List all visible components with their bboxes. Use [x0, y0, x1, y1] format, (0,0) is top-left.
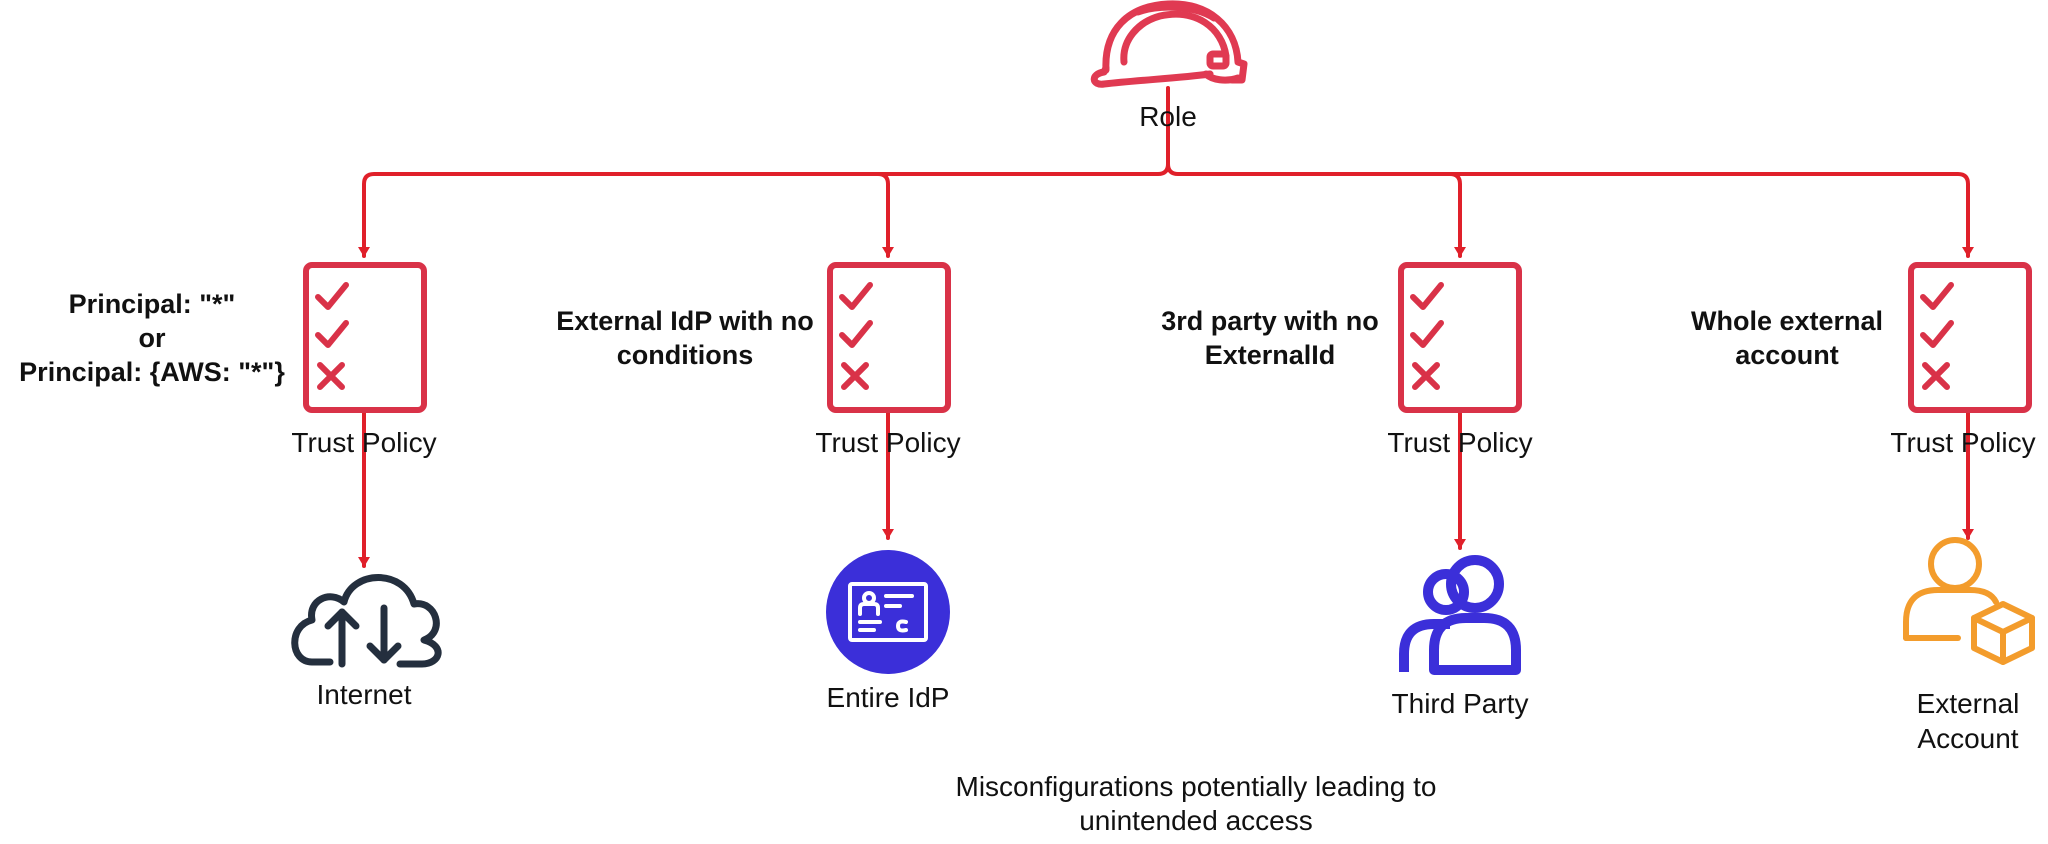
cloud-upload-download-icon: [291, 574, 442, 668]
target-label-external-account: External Account: [1888, 686, 2048, 756]
condition-line: account: [1735, 340, 1839, 370]
bus-drop-idp: [876, 172, 890, 252]
trust-policy-label: Trust Policy: [291, 427, 437, 458]
caption-line: Misconfigurations potentially leading to: [955, 771, 1437, 802]
condition-line: 3rd party with no: [1161, 306, 1379, 336]
condition-line: Whole external: [1690, 306, 1884, 336]
checklist-icon: [1908, 262, 2032, 413]
condition-line: External IdP with no: [556, 306, 814, 336]
condition-line: ExternalId: [1204, 340, 1336, 370]
role-bus: [362, 163, 1970, 252]
users-icon: [1399, 555, 1521, 675]
diagram-caption: Misconfigurations potentially leading to…: [896, 770, 1496, 838]
bus-drop-third-party: [1448, 172, 1462, 252]
caption-line: unintended access: [1079, 805, 1313, 836]
target-label-third-party: Third Party: [1391, 688, 1529, 719]
trust-policy-label: Trust Policy: [1387, 427, 1533, 458]
condition-line: Principal: "*": [68, 289, 236, 319]
hard-hat-icon: [1090, 0, 1248, 88]
condition-line: Principal: {AWS: "*"}: [19, 357, 285, 387]
condition-line: conditions: [616, 340, 754, 370]
condition-label-internet: Principal: "*" or Principal: {AWS: "*"}: [0, 287, 304, 389]
target-label-idp: Entire IdP: [826, 682, 950, 713]
checklist-icon: [303, 262, 427, 413]
trust-policy-label: Trust Policy: [815, 427, 961, 458]
target-line: Account: [1917, 723, 2019, 754]
trust-policy-label: Trust Policy: [1890, 427, 2036, 458]
condition-label-idp: External IdP with no conditions: [540, 304, 830, 372]
target-line: External: [1916, 688, 2020, 719]
policy-icons: [303, 262, 2032, 413]
condition-label-third-party: 3rd party with no ExternalId: [1130, 304, 1410, 372]
role-label: Role: [1139, 101, 1197, 132]
condition-label-external-account: Whole external account: [1660, 304, 1914, 372]
user-with-box-icon: [1903, 537, 2035, 665]
checklist-icon: [827, 262, 951, 413]
condition-line: or: [138, 323, 166, 353]
identity-card-icon: [826, 550, 950, 674]
target-label-internet: Internet: [316, 679, 412, 710]
connector-tree: [358, 86, 1974, 568]
checklist-icon: [1398, 262, 1522, 413]
